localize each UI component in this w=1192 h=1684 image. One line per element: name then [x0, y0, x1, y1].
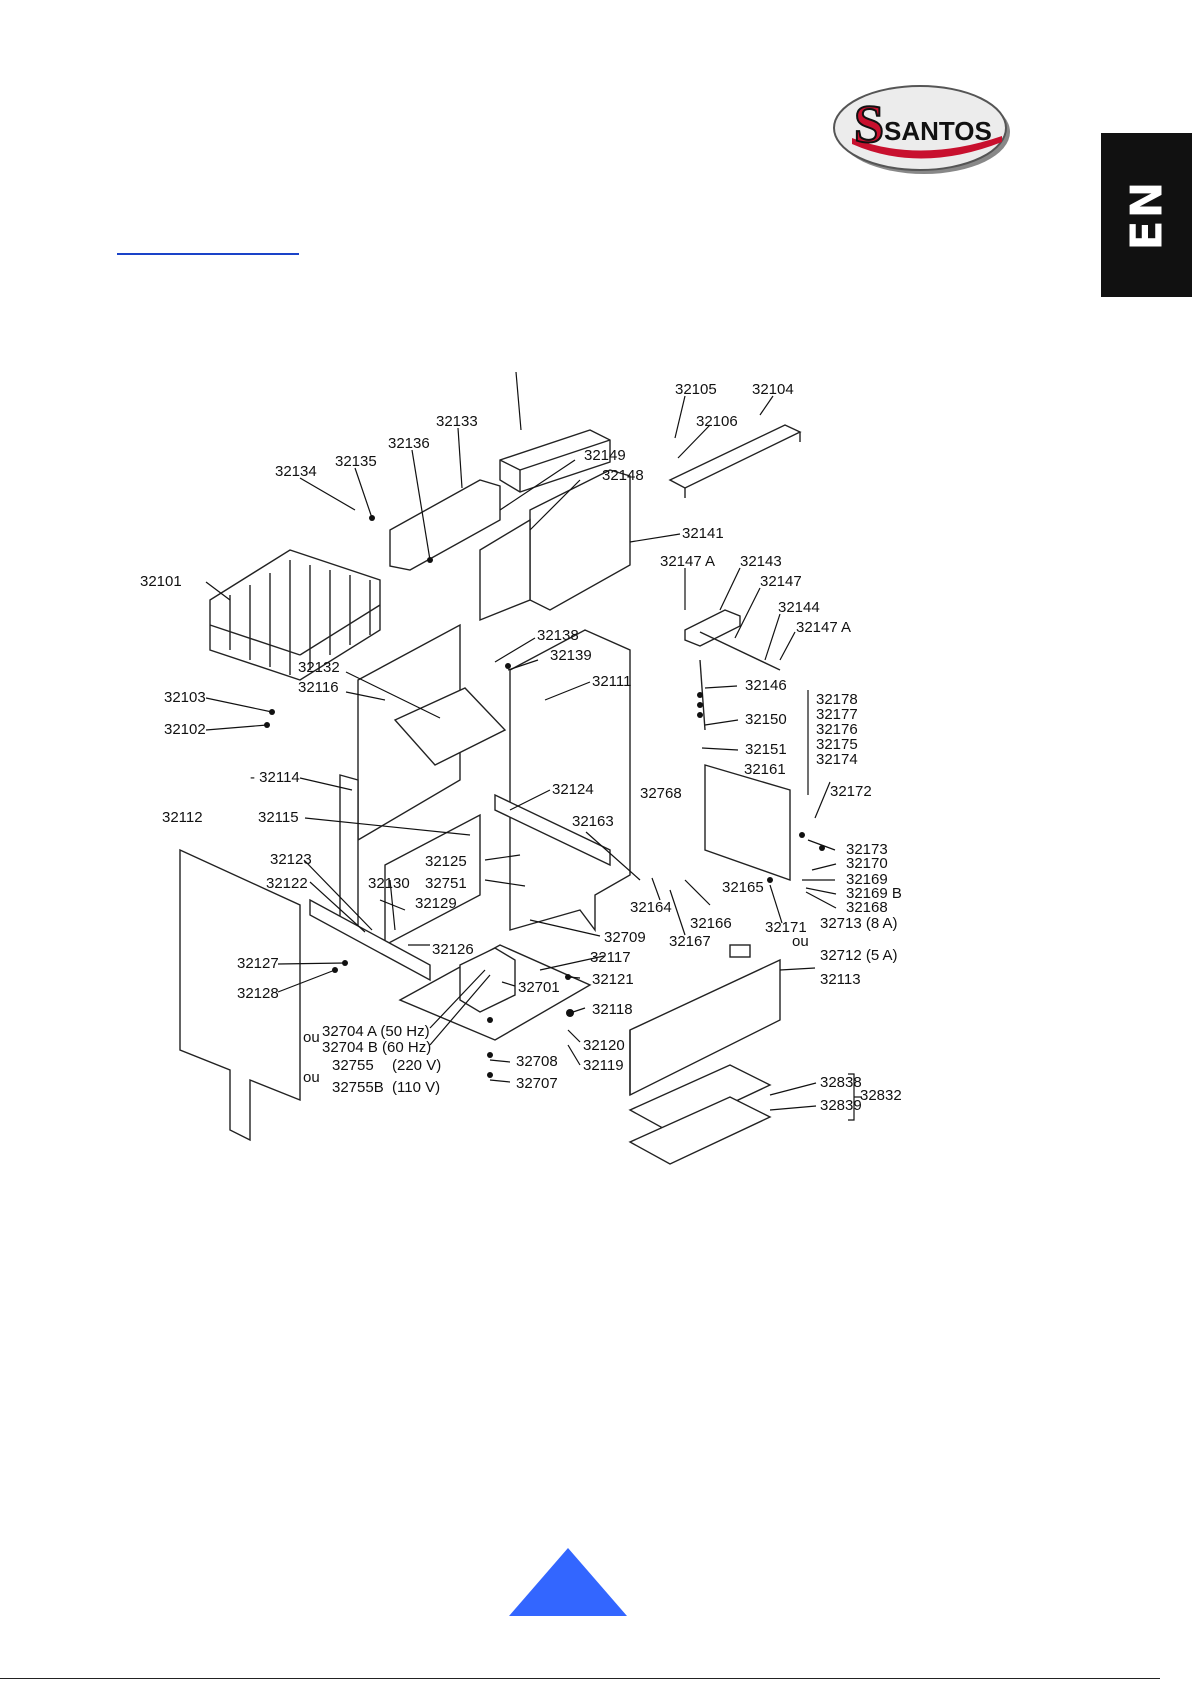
- part-label: 32150: [745, 711, 787, 728]
- part-label: 32143: [740, 553, 782, 570]
- part-label: 32132: [298, 659, 340, 676]
- part-label: 32173: [846, 841, 888, 858]
- part-label: 32129: [415, 895, 457, 912]
- part-label: 32124: [552, 781, 594, 798]
- part-label: 32113: [820, 971, 861, 988]
- section-link[interactable]: [117, 253, 299, 255]
- part-label: 32104: [752, 381, 794, 398]
- part-label: 32708: [516, 1053, 558, 1070]
- part-label: 32171: [765, 919, 807, 936]
- part-label: 32151: [745, 741, 787, 758]
- part-label: 32149: [584, 447, 626, 464]
- part-label: 32147 A: [796, 619, 851, 636]
- part-label: 32134: [275, 463, 317, 480]
- part-label: 32164: [630, 899, 672, 916]
- svg-text:S: S: [854, 94, 884, 154]
- part-label: 32117: [590, 949, 631, 966]
- footer-divider: [0, 1678, 1160, 1679]
- part-label: 32103: [164, 689, 206, 706]
- part-label: 32174: [816, 751, 858, 768]
- part-label: 32101: [140, 573, 182, 590]
- part-label: 32704 B (60 Hz): [322, 1039, 431, 1056]
- part-label: 32106: [696, 413, 738, 430]
- part-label: 32175: [816, 736, 858, 753]
- part-label: 32133: [436, 413, 478, 430]
- part-label: 32121: [592, 971, 634, 988]
- part-label: 32168: [846, 899, 888, 916]
- part-label: 32838: [820, 1074, 862, 1091]
- part-label: 32127: [237, 955, 279, 972]
- part-label: 32163: [572, 813, 614, 830]
- part-label: 32165: [722, 879, 764, 896]
- part-label: 32147 A: [660, 553, 715, 570]
- triangle-up-icon[interactable]: [509, 1548, 627, 1616]
- part-label: 32755: [332, 1057, 374, 1074]
- part-label: 32119: [583, 1057, 624, 1074]
- brand-name: SANTOS: [884, 116, 992, 146]
- part-label: - 32114: [250, 769, 300, 786]
- part-label: 32712 (5 A): [820, 947, 898, 964]
- part-label: 32111: [592, 673, 632, 690]
- part-label: 32172: [830, 783, 872, 800]
- part-label: 32102: [164, 721, 206, 738]
- part-label: 32137: [492, 370, 534, 374]
- part-label: 32136: [388, 435, 430, 452]
- part-label: 32116: [298, 679, 339, 696]
- part-label: 32176: [816, 721, 858, 738]
- part-label: 32125: [425, 853, 467, 870]
- part-label: 32147: [760, 573, 802, 590]
- part-label: 32135: [335, 453, 377, 470]
- part-label: 32709: [604, 929, 646, 946]
- part-label: 32138: [537, 627, 579, 644]
- part-label: 32105: [675, 381, 717, 398]
- part-label: 32177: [816, 706, 858, 723]
- part-label: 32148: [602, 467, 644, 484]
- part-label: 32130: [368, 875, 410, 892]
- part-drawings: [179, 424, 825, 1165]
- language-label: EN: [1121, 179, 1172, 251]
- part-label: 32169 B: [846, 885, 902, 902]
- language-tab[interactable]: EN: [1101, 133, 1192, 297]
- part-labels: 32137 32105 32104 32133 32106 32136 3214…: [140, 370, 902, 1114]
- part-label: 32839: [820, 1097, 862, 1114]
- part-label: 32139: [550, 647, 592, 664]
- part-label: 32701: [518, 979, 560, 996]
- santos-logo-icon: S SANTOS: [833, 85, 1010, 174]
- part-label: (110 V): [392, 1079, 440, 1096]
- part-label: 32704 A (50 Hz): [322, 1023, 430, 1040]
- part-label: (220 V): [392, 1057, 441, 1074]
- part-label: 32141: [682, 525, 724, 542]
- part-label: 32166: [690, 915, 732, 932]
- part-label: 32751: [425, 875, 467, 892]
- part-label: 32122: [266, 875, 308, 892]
- part-label: 32755B: [332, 1079, 384, 1096]
- part-label: 32169: [846, 871, 888, 888]
- part-label: 32112: [162, 809, 203, 826]
- part-label: 32144: [778, 599, 820, 616]
- leader-lines: [205, 371, 862, 1121]
- part-label: 32120: [583, 1037, 625, 1054]
- part-label: 32123: [270, 851, 312, 868]
- part-label: 32768: [640, 785, 682, 802]
- part-label: 32115: [258, 809, 299, 826]
- part-label: 32146: [745, 677, 787, 694]
- part-label: ou: [303, 1029, 320, 1046]
- part-label: 32170: [846, 855, 888, 872]
- part-label: 32118: [592, 1001, 633, 1018]
- part-label: 32161: [744, 761, 786, 778]
- part-label: 32178: [816, 691, 858, 708]
- part-label: ou: [792, 933, 809, 950]
- part-label: 32713 (8 A): [820, 915, 898, 932]
- part-label: 32128: [237, 985, 279, 1002]
- part-label: ou: [303, 1069, 320, 1086]
- part-label: 32832: [860, 1087, 902, 1104]
- part-label: 32707: [516, 1075, 558, 1092]
- part-label: 32126: [432, 941, 474, 958]
- exploded-parts-diagram: 32137 32105 32104 32133 32106 32136 3214…: [140, 370, 902, 1165]
- part-label: 32167: [669, 933, 711, 950]
